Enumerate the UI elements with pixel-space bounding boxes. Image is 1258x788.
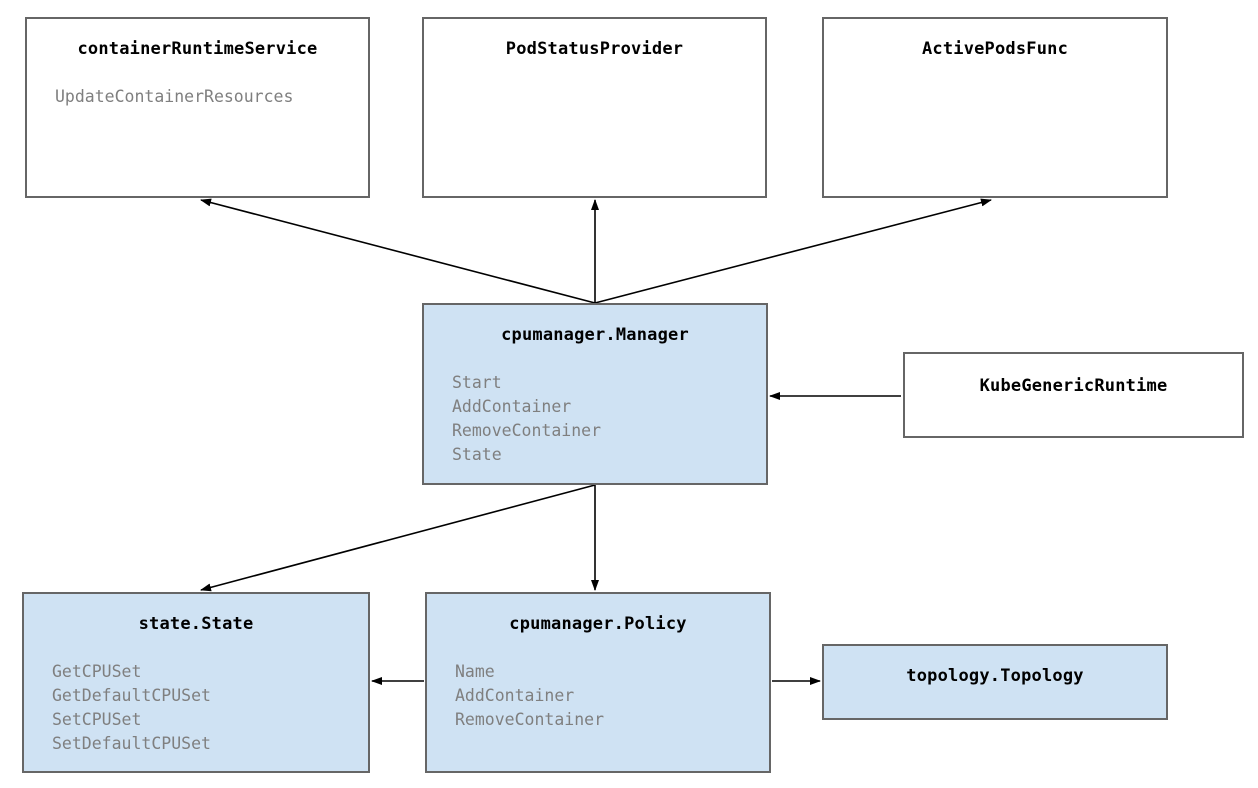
class-member: RemoveContainer xyxy=(455,710,605,729)
class-member: Start xyxy=(452,373,502,392)
class-box-topologyTopology[interactable]: topology.Topology xyxy=(822,644,1168,720)
class-title: KubeGenericRuntime xyxy=(979,376,1168,396)
class-box-kubeGenericRuntime[interactable]: KubeGenericRuntime xyxy=(903,352,1244,438)
class-member: UpdateContainerResources xyxy=(55,87,294,106)
class-member: RemoveContainer xyxy=(452,421,602,440)
class-title: cpumanager.Policy xyxy=(509,614,687,634)
class-title: cpumanager.Manager xyxy=(501,325,689,345)
class-title: containerRuntimeService xyxy=(77,39,318,59)
class-title: state.State xyxy=(138,614,254,634)
class-member: GetCPUSet xyxy=(52,662,142,681)
class-member: SetDefaultCPUSet xyxy=(52,734,211,753)
class-member: AddContainer xyxy=(455,686,575,705)
class-member: Name xyxy=(455,662,495,681)
class-title: PodStatusProvider xyxy=(505,39,684,59)
class-member: State xyxy=(452,445,502,464)
class-member-list: UpdateContainerResources xyxy=(55,85,368,109)
edge-manager-to-stateState xyxy=(200,484,596,592)
class-member: AddContainer xyxy=(452,397,572,416)
class-title: topology.Topology xyxy=(906,666,1084,686)
edge-manager-to-activePodsFunc xyxy=(594,198,992,304)
edge-manager-to-containerRuntimeService xyxy=(200,198,596,304)
class-member: GetDefaultCPUSet xyxy=(52,686,211,705)
class-title: ActivePodsFunc xyxy=(921,39,1069,59)
class-box-activePodsFunc[interactable]: ActivePodsFunc xyxy=(822,17,1168,198)
class-box-podStatusProvider[interactable]: PodStatusProvider xyxy=(422,17,767,198)
class-member: SetCPUSet xyxy=(52,710,142,729)
